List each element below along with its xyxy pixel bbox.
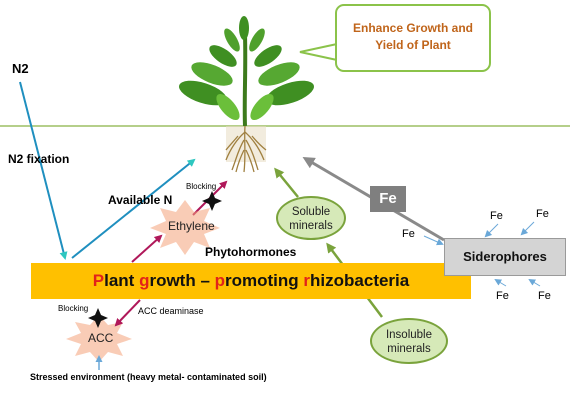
fe-label-top2: Fe [536, 208, 549, 220]
banner-part-1: lant [104, 271, 140, 290]
banner-part-3: rowth – [149, 271, 215, 290]
phytohormones-label: Phytohormones [205, 245, 297, 259]
acc-deaminase-label: ACC deaminase [138, 306, 204, 316]
banner-part-0: P [92, 271, 105, 290]
soluble-minerals-label: Soluble minerals [289, 206, 333, 232]
bacteria-to-ethylene-arrow [131, 234, 163, 263]
soluble-to-plant-arrow [274, 167, 299, 198]
acc-label: ACC [88, 331, 114, 345]
blocking-star-top [202, 191, 222, 211]
blocking-label-top: Blocking [186, 182, 217, 191]
n2-label: N2 [12, 61, 29, 76]
acc-deaminase-arrow [114, 299, 141, 327]
n2-fixation-label: N2 fixation [8, 152, 70, 166]
fe-box: Fe [370, 186, 406, 212]
fe-label-bottom2: Fe [538, 290, 551, 302]
enhance-growth-callout: Enhance Growth and Yield of Plant [335, 4, 491, 72]
callout-line1: Enhance Growth and [352, 21, 473, 35]
fe-label-top1: Fe [490, 210, 503, 222]
soluble-minerals-oval: Soluble minerals [276, 196, 346, 240]
ethylene-starburst [150, 200, 220, 255]
banner-part-4: p [214, 271, 226, 290]
plant-illustration [179, 16, 314, 173]
available-n-label: Available N [108, 193, 173, 207]
siderophores-box: Siderophores [444, 238, 566, 276]
banner-part-7: hizobacteria [310, 271, 410, 290]
fe-label-bottom1: Fe [496, 290, 509, 302]
siderophore-fe-arrows [423, 221, 541, 287]
banner-part-6: r [303, 271, 311, 290]
insoluble-minerals-oval: Insoluble minerals [370, 318, 448, 364]
available-n-arrow [71, 158, 196, 259]
n2-fixation-arrow [19, 81, 68, 260]
blocking-star-bottom [88, 308, 108, 328]
ethylene-label: Ethylene [168, 219, 215, 233]
banner-part-5: romoting [225, 271, 304, 290]
blocking-label-bottom: Blocking [58, 304, 89, 313]
banner-part-2: g [139, 271, 150, 290]
callout-tail [299, 42, 339, 62]
stressed-environment-label: Stressed environment (heavy metal- conta… [30, 372, 267, 382]
siderophores-label: Siderophores [463, 249, 547, 264]
fe-label-left: Fe [402, 228, 415, 240]
acc-starburst [66, 315, 132, 362]
insoluble-minerals-label: Insoluble minerals [385, 329, 433, 355]
pgpr-banner-text: Plant growth – promoting rhizobacteria [31, 263, 471, 299]
pgpr-banner: Plant growth – promoting rhizobacteria [31, 263, 471, 299]
callout-line2: Yield of Plant [375, 38, 451, 52]
callout-text: Enhance Growth and Yield of Plant [337, 20, 489, 54]
fe-box-label: Fe [379, 190, 397, 207]
